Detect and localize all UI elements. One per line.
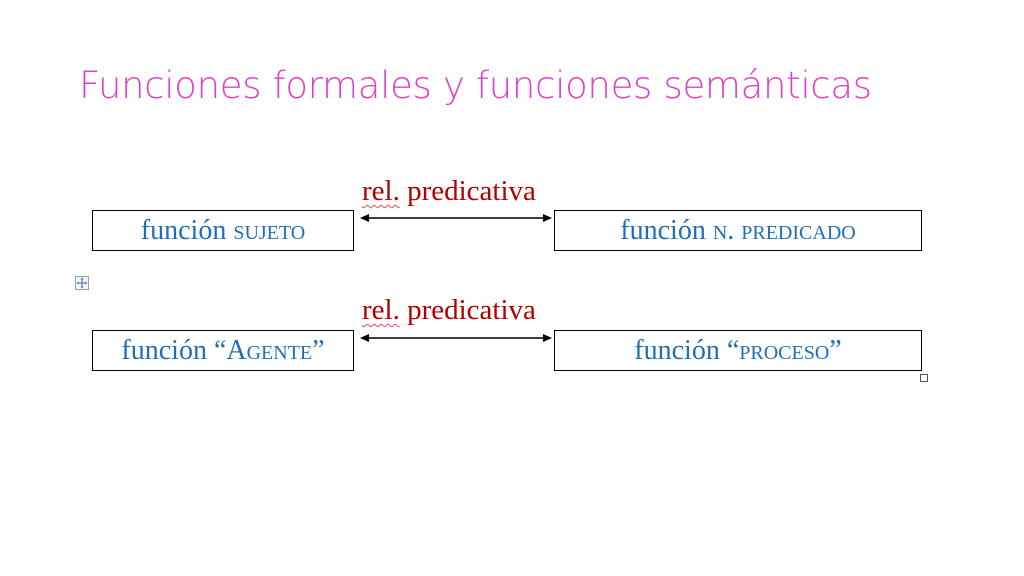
box-term: proceso xyxy=(739,334,830,366)
relation-rest-2: predicativa xyxy=(407,294,536,326)
box-funcion-sujeto[interactable]: función sujeto xyxy=(92,210,354,251)
box-suffix: ” xyxy=(312,334,325,366)
box-suffix: ” xyxy=(829,334,842,366)
relation-label-2: rel. predicativa xyxy=(362,293,536,327)
box-funcion-proceso[interactable]: función “proceso” xyxy=(554,330,922,371)
box-prefix: función xyxy=(140,214,234,246)
box-prefix: función “ xyxy=(121,334,227,366)
relation-label-1: rel. predicativa xyxy=(362,174,536,208)
relation-word-2: rel. xyxy=(362,294,400,326)
table-resize-handle-icon[interactable] xyxy=(920,374,928,382)
double-arrow-2 xyxy=(360,334,552,342)
box-term: Agente xyxy=(226,334,313,366)
box-term: n. predicado xyxy=(712,214,856,246)
relation-word-1: rel. xyxy=(362,175,400,207)
box-funcion-n-predicado[interactable]: función n. predicado xyxy=(554,210,922,251)
double-arrow-1 xyxy=(360,214,552,222)
box-prefix: función “ xyxy=(634,334,740,366)
relation-rest-1: predicativa xyxy=(407,175,536,207)
table-move-handle-icon[interactable] xyxy=(75,276,89,290)
box-funcion-agente[interactable]: función “Agente” xyxy=(92,330,354,371)
box-term: sujeto xyxy=(233,214,306,246)
slide-title: Funciones formales y funciones semántica… xyxy=(79,64,872,107)
box-prefix: función xyxy=(620,214,713,246)
